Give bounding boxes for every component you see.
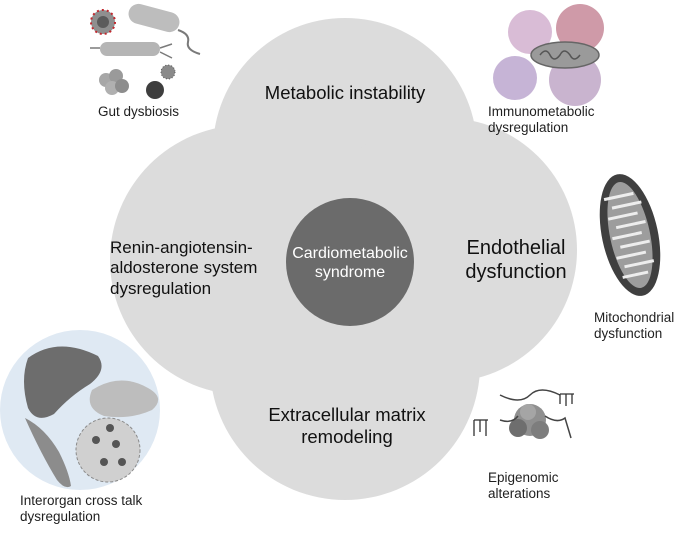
mitochondrion-icon (599, 174, 661, 296)
mitochondrial-label: Mitochondrial dysfunction (594, 310, 674, 342)
petal-left-line2: aldosterone system (110, 258, 258, 278)
immuno-line1: Immunometabolic (488, 104, 595, 119)
center-line2: syndrome (314, 264, 386, 282)
petal-circle-bottom (210, 230, 480, 500)
mito-line1: Mitochondrial (594, 310, 675, 325)
interorgan-label: Interorgan cross talk dysregulation (20, 493, 142, 525)
center-circle (286, 198, 414, 326)
petal-right-line2: dysfunction (465, 261, 567, 283)
center-label: Cardiometabolic syndrome (282, 244, 418, 282)
petal-left-line3: dysregulation (110, 278, 212, 298)
epigenomic-label: Epigenomic alterations (488, 470, 559, 502)
interorgan-line1: Interorgan cross talk (20, 493, 143, 508)
petal-label-top: Metabolic instability (220, 82, 470, 104)
dna-methylation-icon (473, 389, 574, 439)
immune-cells-icon (493, 4, 604, 106)
organs-icon (0, 330, 160, 490)
petal-left-line1: Renin-angiotensin- (110, 238, 253, 257)
petal-label-bottom: Extracellular matrix remodeling (232, 404, 462, 448)
petal-right-line1: Endothelial (466, 237, 566, 259)
epigenomic-line1: Epigenomic (488, 470, 559, 485)
petal-label-right: Endothelial dysfunction (446, 236, 586, 284)
petal-top-line1: Metabolic instability (264, 82, 426, 103)
center-line1: Cardiometabolic (292, 245, 408, 262)
immuno-line2: dysregulation (488, 120, 569, 136)
mito-line2: dysfunction (594, 326, 663, 342)
bacteria-icon (90, 3, 201, 99)
petal-label-left: Renin-angiotensin- aldosterone system dy… (110, 238, 310, 299)
gut-line1: Gut dysbiosis (98, 104, 180, 119)
petal-bottom-line1: Extracellular matrix (268, 404, 426, 425)
gut-dysbiosis-label: Gut dysbiosis (98, 104, 179, 120)
epigenomic-line2: alterations (488, 486, 551, 502)
interorgan-line2: dysregulation (20, 509, 101, 525)
immunometabolic-label: Immunometabolic dysregulation (488, 104, 595, 136)
petal-bottom-line2: remodeling (301, 426, 393, 448)
